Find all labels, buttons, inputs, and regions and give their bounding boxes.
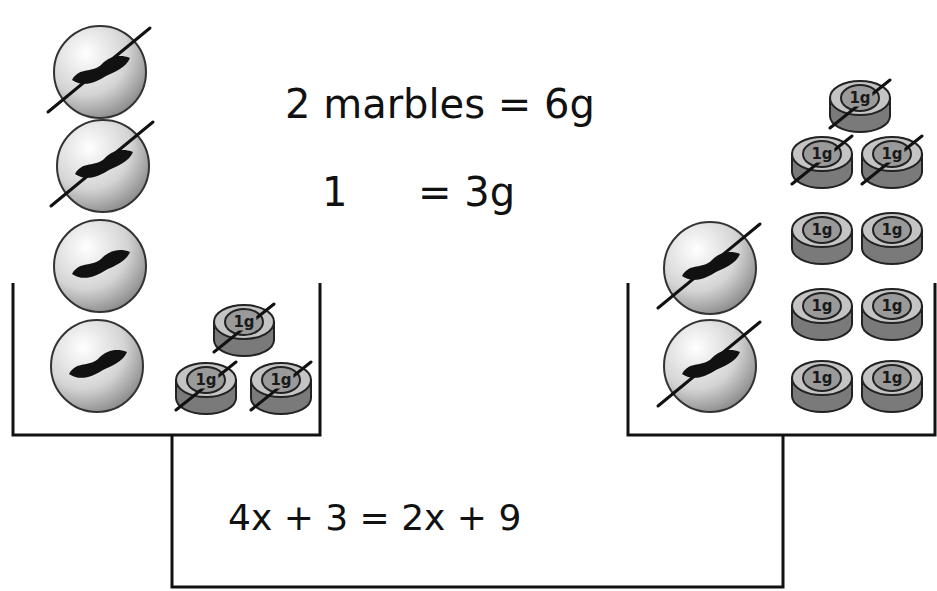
cross-out-line [251, 362, 311, 410]
weight-label: 1g [268, 372, 293, 389]
weight-label: 1g [847, 90, 872, 107]
marble-body [664, 222, 756, 314]
weight-emboss [803, 365, 841, 391]
marble-body [51, 320, 143, 412]
marble-body [57, 120, 149, 212]
marble [48, 26, 150, 118]
cross-out-line [51, 122, 153, 206]
cross-out-line [830, 80, 890, 128]
cross-out-line [48, 28, 150, 112]
handwritten-note: 2 marbles = 6g [285, 84, 595, 124]
marble-body [54, 26, 146, 118]
marble-body [54, 220, 146, 312]
weight-emboss [262, 367, 300, 393]
weight: 1g [790, 132, 854, 192]
marble [658, 320, 760, 412]
weight-top [792, 361, 852, 395]
cross-out-line [214, 304, 274, 352]
weight-label: 1g [809, 298, 834, 315]
weight-label: 1g [193, 372, 218, 389]
weight-label: 1g [809, 222, 834, 239]
weight: 1g [860, 208, 924, 268]
weight: 1g [790, 356, 854, 416]
weight-label: 1g [809, 370, 834, 387]
weight-label: 1g [879, 222, 904, 239]
weight-top [792, 289, 852, 323]
right-pan [628, 283, 935, 435]
weight-emboss [803, 217, 841, 243]
weight-emboss [803, 141, 841, 167]
cross-out-line [658, 322, 760, 406]
handwritten-note: = 3g [418, 172, 515, 212]
marble [54, 220, 146, 312]
handwritten-note: 1 [322, 172, 347, 212]
weight: 1g [860, 132, 924, 192]
weight: 1g [174, 358, 238, 418]
weight: 1g [212, 300, 276, 360]
marble [658, 222, 760, 314]
weight: 1g [249, 358, 313, 418]
weight-label: 1g [231, 314, 256, 331]
weight-label: 1g [879, 370, 904, 387]
weight: 1g [828, 76, 892, 136]
cross-out-line [658, 224, 760, 308]
weight-label: 1g [879, 146, 904, 163]
marble-body [664, 320, 756, 412]
weight-emboss [803, 293, 841, 319]
marble-swirl [72, 250, 130, 278]
weight: 1g [790, 284, 854, 344]
balance-frame [13, 283, 935, 587]
weight-emboss [187, 367, 225, 393]
weight-top [862, 361, 922, 395]
marble [51, 320, 143, 412]
weight-emboss [841, 85, 879, 111]
cross-out-line [792, 136, 852, 184]
weight: 1g [860, 356, 924, 416]
handwritten-note: 4x + 3 = 2x + 9 [228, 500, 521, 536]
weight-emboss [873, 365, 911, 391]
weight-label: 1g [879, 298, 904, 315]
marble-swirl [69, 350, 127, 378]
cross-out-line [862, 136, 922, 184]
weight-top [862, 289, 922, 323]
left-pan [13, 283, 320, 435]
weight-emboss [873, 217, 911, 243]
balance-stand [172, 435, 783, 587]
weight-top [792, 213, 852, 247]
weight-emboss [873, 141, 911, 167]
weight-emboss [225, 309, 263, 335]
weight-emboss [873, 293, 911, 319]
weight: 1g [860, 284, 924, 344]
cross-out-line [176, 362, 236, 410]
weight-top [862, 213, 922, 247]
weight-label: 1g [809, 146, 834, 163]
marbles [48, 26, 760, 412]
weight: 1g [790, 208, 854, 268]
marble [51, 120, 153, 212]
